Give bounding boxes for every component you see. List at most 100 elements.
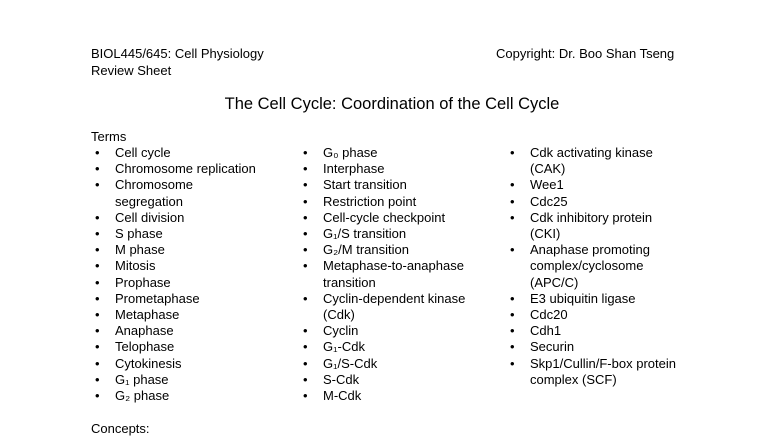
bullet-icon: • (510, 145, 515, 160)
term-list-item: • Telophase (95, 339, 295, 355)
term-list-item: • G₂ phase (95, 388, 295, 404)
bullet-icon: • (95, 307, 100, 323)
term-list-item: • S phase (95, 226, 295, 242)
term-list-item: •Chromosome segregation (95, 177, 295, 209)
bullet-icon: • (95, 323, 100, 339)
term-list-item: •Cyclin (303, 323, 503, 339)
bullet-icon: • (95, 226, 100, 242)
term-text: Start transition (323, 177, 407, 193)
term-list-item: • Skp1/Cullin/F-box protein complex (SCF) (510, 355, 730, 388)
bullet-icon: • (510, 307, 515, 323)
term-text: M-Cdk (323, 388, 362, 404)
term-list-item: • Start transition (303, 177, 503, 193)
term-list-item: • M phase (95, 242, 295, 258)
bullet-icon: • (303, 209, 308, 225)
bullet-icon: • (303, 161, 308, 177)
term-list-item: •S-Cdk (303, 372, 503, 388)
bullet-icon: • (303, 145, 308, 160)
copyright-notice: Copyright: Dr. Boo Shan Tseng (496, 46, 675, 61)
term-text: Cell cycle (115, 145, 171, 160)
term-text: Skp1/Cullin/F-box protein complex (SCF) (530, 355, 676, 387)
bullet-icon: • (510, 177, 515, 193)
term-list-item: • Restriction point (303, 193, 503, 210)
bullet-icon: • (510, 339, 515, 355)
term-list-item: • Securin (510, 339, 730, 355)
bullet-icon: • (510, 193, 515, 209)
bullet-icon: • (95, 355, 100, 371)
term-list-item: • Cdk inhibitory protein (CKI) (510, 209, 730, 242)
term-list-item: • M-Cdk (303, 388, 503, 404)
bullet-icon: • (303, 371, 308, 387)
term-list-item: • Anaphase (95, 323, 295, 339)
bullet-icon: • (95, 371, 100, 387)
bullet-icon: • (303, 193, 308, 209)
term-text: Metaphase-to-anaphase transition (323, 258, 464, 290)
term-text: S phase (115, 226, 163, 242)
bullet-icon: • (303, 355, 308, 371)
bullet-icon: • (95, 274, 100, 290)
term-list-item: • Wee1 (510, 177, 730, 193)
term-text: Anaphase promoting complex/cyclosome (AP… (530, 242, 650, 290)
term-text: G₁ phase (115, 371, 169, 387)
term-text: Mitosis (115, 258, 156, 274)
term-text: Chromosome replication (115, 161, 256, 177)
term-text: G₁/S transition (323, 226, 407, 242)
term-list-item: •Prophase (95, 275, 295, 291)
page-title: The Cell Cycle: Coordination of the Cell… (224, 95, 560, 113)
review-sheet-label: Review Sheet (91, 63, 172, 78)
term-text: Cyclin-dependent kinase (Cdk) (323, 290, 466, 323)
term-text: Cytokinesis (115, 355, 182, 371)
bullet-icon: • (510, 209, 515, 225)
term-text: Interphase (323, 161, 385, 177)
term-text: Anaphase (115, 323, 174, 339)
term-text: G₂ phase (115, 388, 170, 404)
term-text: G₁-Cdk (323, 339, 365, 355)
term-list-item: • Cytokinesis (95, 355, 295, 372)
bullet-icon: • (510, 242, 515, 258)
bullet-icon: • (303, 290, 308, 306)
bullet-icon: • (303, 258, 308, 274)
terms-column-2: • G₀ phase • Interphase • Start transition • Re… (303, 145, 503, 404)
bullet-icon: • (95, 145, 100, 160)
term-text: Cell division (115, 209, 185, 225)
term-text: Cdc20 (530, 307, 568, 323)
bullet-icon: • (303, 177, 308, 193)
term-list-item: • G₁ phase (95, 371, 295, 388)
term-list-item: •Cdk activating kinase (CAK) (510, 145, 730, 177)
term-text: Cdc25 (530, 193, 568, 209)
term-text: Telophase (115, 339, 175, 355)
bullet-icon: • (303, 388, 308, 404)
bullet-icon: • (510, 355, 515, 371)
bullet-icon: • (95, 161, 100, 177)
term-list-item: • Cyclin-dependent kinase (Cdk) (303, 290, 503, 323)
terms-heading: Terms (91, 129, 127, 144)
term-list-item: • Interphase (303, 161, 503, 177)
term-text: Wee1 (530, 177, 564, 193)
bullet-icon: • (510, 323, 515, 339)
term-list-item: • Cell cycle (95, 145, 295, 161)
course-header: BIOL445/645: Cell Physiology (91, 46, 264, 61)
term-text: M phase (115, 242, 165, 258)
term-text: Cdk inhibitory protein (CKI) (530, 209, 653, 242)
bullet-icon: • (95, 177, 100, 193)
term-text: Restriction point (323, 193, 417, 209)
term-text: Securin (530, 339, 575, 355)
term-list-item: • Chromosome replication (95, 161, 295, 177)
bullet-icon: • (95, 242, 100, 258)
bullet-icon: • (95, 388, 100, 404)
bullet-icon: • (95, 258, 100, 274)
term-text: Cell-cycle checkpoint (323, 209, 446, 225)
bullet-icon: • (95, 290, 100, 306)
bullet-icon: • (510, 290, 515, 306)
bullet-icon: • (95, 209, 100, 225)
term-text: G₀ phase (323, 145, 378, 160)
term-list-item: • G₁-Cdk (303, 339, 503, 355)
term-list-item: •Metaphase (95, 307, 295, 323)
terms-column-1: • Cell cycle • Chromosome replication•Chrom… (95, 145, 295, 404)
bullet-icon: • (303, 339, 308, 355)
bullet-icon: • (95, 339, 100, 355)
term-list-item: •G₁/S transition (303, 226, 503, 242)
term-list-item: • Cdc25 (510, 193, 730, 210)
bullet-icon: • (303, 323, 308, 339)
term-list-item: • Cdc20 (510, 307, 730, 323)
